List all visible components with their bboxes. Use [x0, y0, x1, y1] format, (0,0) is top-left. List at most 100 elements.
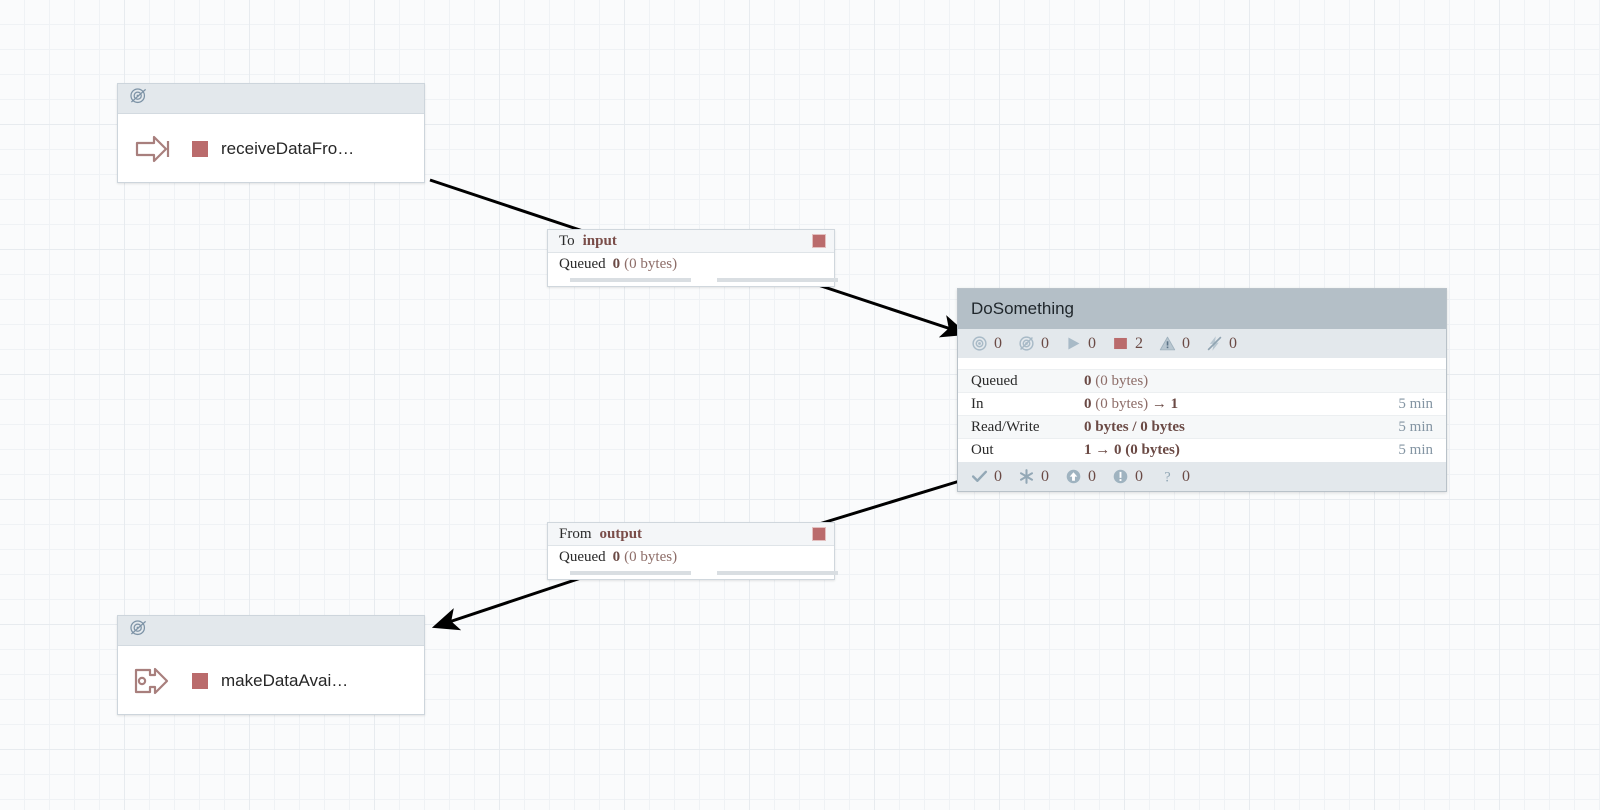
connection-label-from-output[interactable]: From output Queued 0 (0 bytes) [547, 522, 835, 580]
connection-queued-row: Queued 0 (0 bytes) [548, 546, 834, 569]
stat-row: Queued 0 (0 bytes) [958, 369, 1446, 392]
count-versioned-value: 0 [994, 468, 1002, 486]
queued-label: Queued [559, 549, 606, 566]
count-locally-modified-and-stale[interactable]: 0 [1112, 468, 1143, 486]
port-body: makeDataAvai… [118, 646, 424, 715]
check-icon [971, 468, 988, 485]
invalid-icon [1159, 335, 1176, 352]
count-invalid-value: 0 [1182, 335, 1190, 353]
count-sync-failure[interactable]: ? 0 [1159, 468, 1190, 486]
stat-row: Out 1 → 0 (0 bytes) 5 min [958, 438, 1446, 461]
stat-value: 0 bytes / 0 bytes [1084, 419, 1398, 436]
connection-gauges [548, 569, 834, 579]
stat-label: In [971, 396, 1084, 413]
exclamation-circle-icon [1112, 468, 1129, 485]
stat-value-tail: → 0 (0 bytes) [1095, 442, 1180, 458]
connection-label-to-input[interactable]: To input Queued 0 (0 bytes) [547, 229, 835, 287]
connection-direction: From [559, 526, 592, 543]
count-disabled[interactable]: 0 [1206, 335, 1237, 353]
stat-value-bold: 0 [1084, 373, 1092, 389]
process-group-stats: Queued 0 (0 bytes) In 0 (0 bytes) → 1 5 … [958, 369, 1446, 461]
count-invalid[interactable]: 0 [1159, 335, 1190, 353]
count-stopped[interactable]: 2 [1112, 335, 1143, 353]
stat-row: Read/Write 0 bytes / 0 bytes 5 min [958, 415, 1446, 438]
connection-relationship: output [600, 526, 643, 543]
port-body: receiveDataFro… [118, 114, 424, 183]
count-stale-value: 0 [1088, 468, 1096, 486]
count-locally-modified[interactable]: 0 [1018, 468, 1049, 486]
process-group-bulletin-counts: 0 0 [958, 461, 1446, 491]
count-stopped-value: 2 [1135, 335, 1143, 353]
stopped-square-icon [812, 527, 826, 541]
edge-output-to-make[interactable] [437, 575, 590, 626]
queued-label: Queued [559, 256, 606, 273]
process-group-title: DoSomething [958, 289, 1446, 329]
count-stale[interactable]: 0 [1065, 468, 1096, 486]
count-versioned-up-to-date[interactable]: 0 [971, 468, 1002, 486]
node-process-group[interactable]: DoSomething 0 [957, 288, 1447, 492]
stat-value-bold: 1 [1084, 442, 1092, 458]
stat-value-bold: 0 [1084, 396, 1092, 412]
transmitting-icon [971, 335, 988, 352]
transmission-disabled-icon [129, 87, 148, 111]
stat-row: In 0 (0 bytes) → 1 5 min [958, 392, 1446, 415]
stat-value-dim: (0 bytes) [1095, 373, 1148, 389]
queued-value: 0 [613, 549, 621, 566]
stat-value: 1 → 0 (0 bytes) [1084, 442, 1398, 459]
queued-size: (0 bytes) [624, 549, 677, 566]
output-port-icon [132, 661, 174, 701]
queue-size-gauge [717, 571, 838, 575]
queued-size: (0 bytes) [624, 256, 677, 273]
stat-label: Out [971, 442, 1084, 459]
stat-value-dim: (0 bytes) [1095, 396, 1148, 412]
stat-value-bold: 0 bytes / 0 bytes [1084, 419, 1185, 435]
count-disabled-value: 0 [1229, 335, 1237, 353]
count-transmitting-value: 0 [994, 335, 1002, 353]
count-locally-modified-value: 0 [1041, 468, 1049, 486]
stat-value-tail: → 1 [1152, 396, 1178, 412]
question-mark-icon: ? [1159, 468, 1176, 485]
node-output-port[interactable]: makeDataAvai… [117, 615, 425, 715]
transmission-disabled-icon [129, 619, 148, 643]
svg-text:?: ? [1164, 470, 1170, 485]
queue-count-gauge [570, 278, 691, 282]
output-port-label: makeDataAvai… [221, 671, 348, 691]
queue-size-gauge [717, 278, 838, 282]
edge-receive-to-input[interactable] [430, 180, 583, 231]
stopped-icon [1112, 335, 1129, 352]
node-input-port[interactable]: receiveDataFro… [117, 83, 425, 183]
stat-time: 5 min [1398, 396, 1433, 413]
connection-relationship: input [583, 233, 617, 250]
connection-direction: To [559, 233, 575, 250]
count-running[interactable]: 0 [1065, 335, 1096, 353]
count-locally-modified-stale-value: 0 [1135, 468, 1143, 486]
running-icon [1065, 335, 1082, 352]
disabled-icon [1206, 335, 1223, 352]
input-port-icon [132, 129, 174, 169]
stat-value: 0 (0 bytes) → 1 [1084, 396, 1398, 413]
stat-label: Queued [971, 373, 1084, 390]
port-header [118, 616, 424, 646]
connection-header: From output [548, 523, 834, 546]
connection-queued-row: Queued 0 (0 bytes) [548, 253, 834, 276]
input-port-label: receiveDataFro… [221, 139, 354, 159]
count-sync-failure-value: 0 [1182, 468, 1190, 486]
queued-value: 0 [613, 256, 621, 273]
stat-value: 0 (0 bytes) [1084, 373, 1433, 390]
stat-label: Read/Write [971, 419, 1084, 436]
stopped-square-icon [192, 673, 208, 689]
count-not-transmitting[interactable]: 0 [1018, 335, 1049, 353]
queue-count-gauge [570, 571, 691, 575]
stat-time: 5 min [1398, 442, 1433, 459]
edge-input-to-group[interactable] [800, 279, 963, 333]
edge-group-to-output[interactable] [806, 480, 963, 528]
count-not-transmitting-value: 0 [1041, 335, 1049, 353]
count-running-value: 0 [1088, 335, 1096, 353]
process-group-spacer [958, 359, 1446, 369]
process-group-component-counts: 0 0 0 [958, 329, 1446, 359]
up-arrow-circle-icon [1065, 468, 1082, 485]
count-transmitting[interactable]: 0 [971, 335, 1002, 353]
stopped-square-icon [192, 141, 208, 157]
asterisk-icon [1018, 468, 1035, 485]
